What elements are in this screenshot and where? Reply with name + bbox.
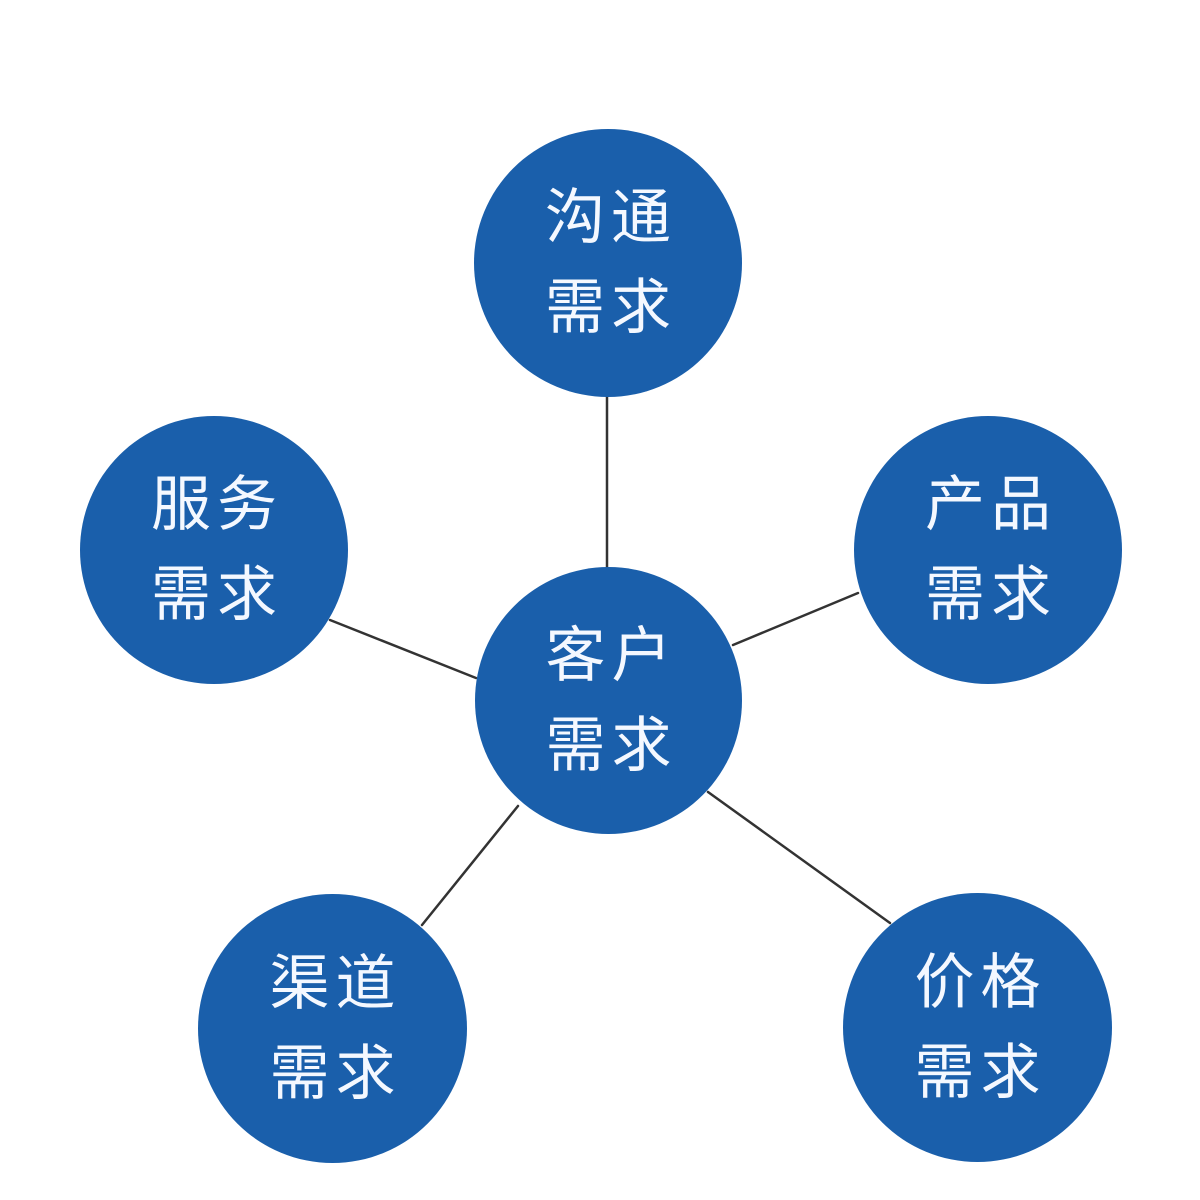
node-product-needs: 产品 需求 [854, 416, 1122, 684]
node-label-line2: 需求 [925, 560, 1057, 630]
node-label-line1: 产品 [925, 470, 1057, 540]
node-price-needs: 价格 需求 [843, 893, 1112, 1162]
node-communication-needs: 沟通 需求 [474, 129, 742, 397]
connector-center-service [328, 618, 478, 680]
node-label-line2: 需求 [151, 560, 283, 630]
node-service-needs: 服务 需求 [80, 416, 348, 684]
node-label-line1: 价格 [914, 947, 1047, 1018]
node-label-line2: 需求 [545, 273, 677, 343]
node-customer-needs-hub: 客户 需求 [475, 567, 742, 834]
node-label-line1: 沟通 [545, 183, 677, 253]
node-channel-needs: 渠道 需求 [198, 894, 467, 1163]
hub-label-line2: 需求 [545, 710, 678, 781]
hub-label-line1: 客户 [545, 620, 678, 691]
node-label-line1: 服务 [151, 470, 283, 540]
node-label-line2: 需求 [269, 1038, 402, 1109]
connector-center-product [731, 591, 860, 647]
connector-center-channel [420, 804, 520, 927]
connector-center-price [706, 790, 892, 925]
node-label-line2: 需求 [914, 1037, 1047, 1108]
node-label-line1: 渠道 [269, 948, 402, 1019]
